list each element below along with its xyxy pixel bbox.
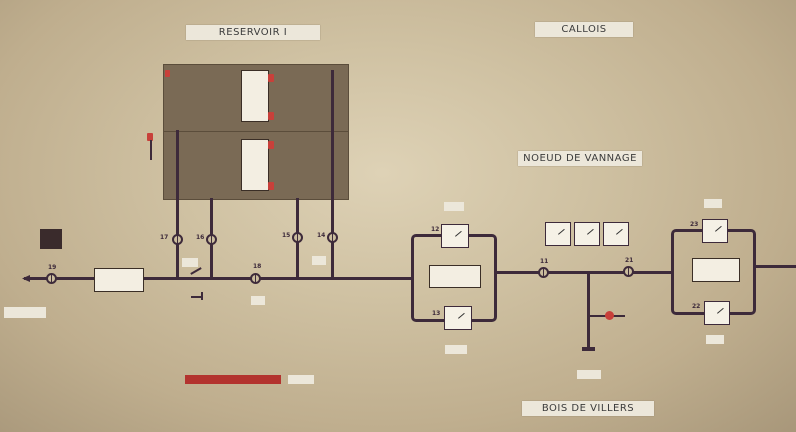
valve-19-number: 19	[48, 264, 57, 271]
upper-level-gauge[interactable]	[241, 70, 269, 122]
tag-plate-3	[251, 296, 265, 305]
alarm-strip	[185, 375, 281, 384]
tag-plate-7	[577, 370, 601, 379]
reservoir-indicator	[165, 70, 170, 77]
valve-14-number: 14	[317, 232, 326, 239]
tag-plate-4	[288, 375, 314, 384]
ground-symbol-stem	[201, 292, 203, 300]
pressure-dial-13[interactable]	[444, 306, 472, 330]
valve-19[interactable]	[46, 273, 57, 284]
tag-plate-1	[182, 258, 198, 267]
bois-label: BOIS DE VILLERS	[522, 401, 654, 416]
dial-22-number: 22	[692, 303, 701, 310]
noeud-label: NOEUD DE VANNAGE	[518, 151, 642, 166]
branch-cap	[582, 347, 595, 351]
valve-11[interactable]	[538, 267, 549, 278]
pipe-v14	[331, 70, 334, 277]
tag-plate-9	[706, 335, 724, 344]
level-probe	[150, 140, 152, 160]
reservoir-label: RESERVOIR I	[186, 25, 320, 40]
dial-callois-2[interactable]	[574, 222, 600, 246]
exit-tag-plate	[4, 307, 46, 318]
dial-12-number: 12	[431, 226, 440, 233]
lower-alarm-lamp-2	[268, 182, 274, 190]
main-pipe-east	[497, 271, 673, 274]
valve-15[interactable]	[292, 232, 303, 243]
east-flow-meter[interactable]	[692, 258, 740, 282]
lower-level-gauge[interactable]	[241, 139, 269, 191]
valve-18-number: 18	[253, 263, 262, 270]
vannage-flow-meter[interactable]	[429, 265, 481, 288]
valve-11-number: 11	[540, 258, 549, 265]
dial-23-number: 23	[690, 221, 699, 228]
check-valve-icon	[190, 267, 202, 275]
main-pipe-west	[24, 277, 414, 280]
upper-alarm-lamp-2	[268, 112, 274, 120]
valve-21-number: 21	[625, 257, 634, 264]
pressure-dial-22[interactable]	[704, 301, 730, 325]
clock-box	[40, 229, 62, 249]
dial-callois-1[interactable]	[545, 222, 571, 246]
valve-17-number: 17	[160, 234, 169, 241]
pressure-dial-23[interactable]	[702, 219, 728, 243]
tag-plate-2	[312, 256, 326, 265]
tag-plate-6	[444, 202, 464, 211]
valve-18[interactable]	[250, 273, 261, 284]
flow-arrow-icon	[22, 275, 30, 282]
main-pipe-exit	[754, 265, 796, 268]
valve-14[interactable]	[327, 232, 338, 243]
valve-17[interactable]	[172, 234, 183, 245]
pressure-dial-12[interactable]	[441, 224, 469, 248]
dial-13-number: 13	[432, 310, 441, 317]
level-alarm-lamp	[147, 133, 153, 141]
lower-alarm-lamp	[268, 141, 274, 149]
branch-alarm-lamp	[605, 311, 614, 320]
branch-pipe	[587, 271, 590, 351]
valve-21[interactable]	[623, 266, 634, 277]
ground-symbol-icon	[191, 296, 203, 298]
valve-15-number: 15	[282, 232, 291, 239]
callois-label: CALLOIS	[535, 22, 633, 37]
tag-plate-5	[445, 345, 467, 354]
valve-16[interactable]	[206, 234, 217, 245]
pipe-v17	[176, 130, 179, 277]
upper-alarm-lamp	[268, 74, 274, 82]
west-flow-meter[interactable]	[94, 268, 144, 292]
dial-callois-3[interactable]	[603, 222, 629, 246]
tag-plate-8	[704, 199, 722, 208]
valve-16-number: 16	[196, 234, 205, 241]
